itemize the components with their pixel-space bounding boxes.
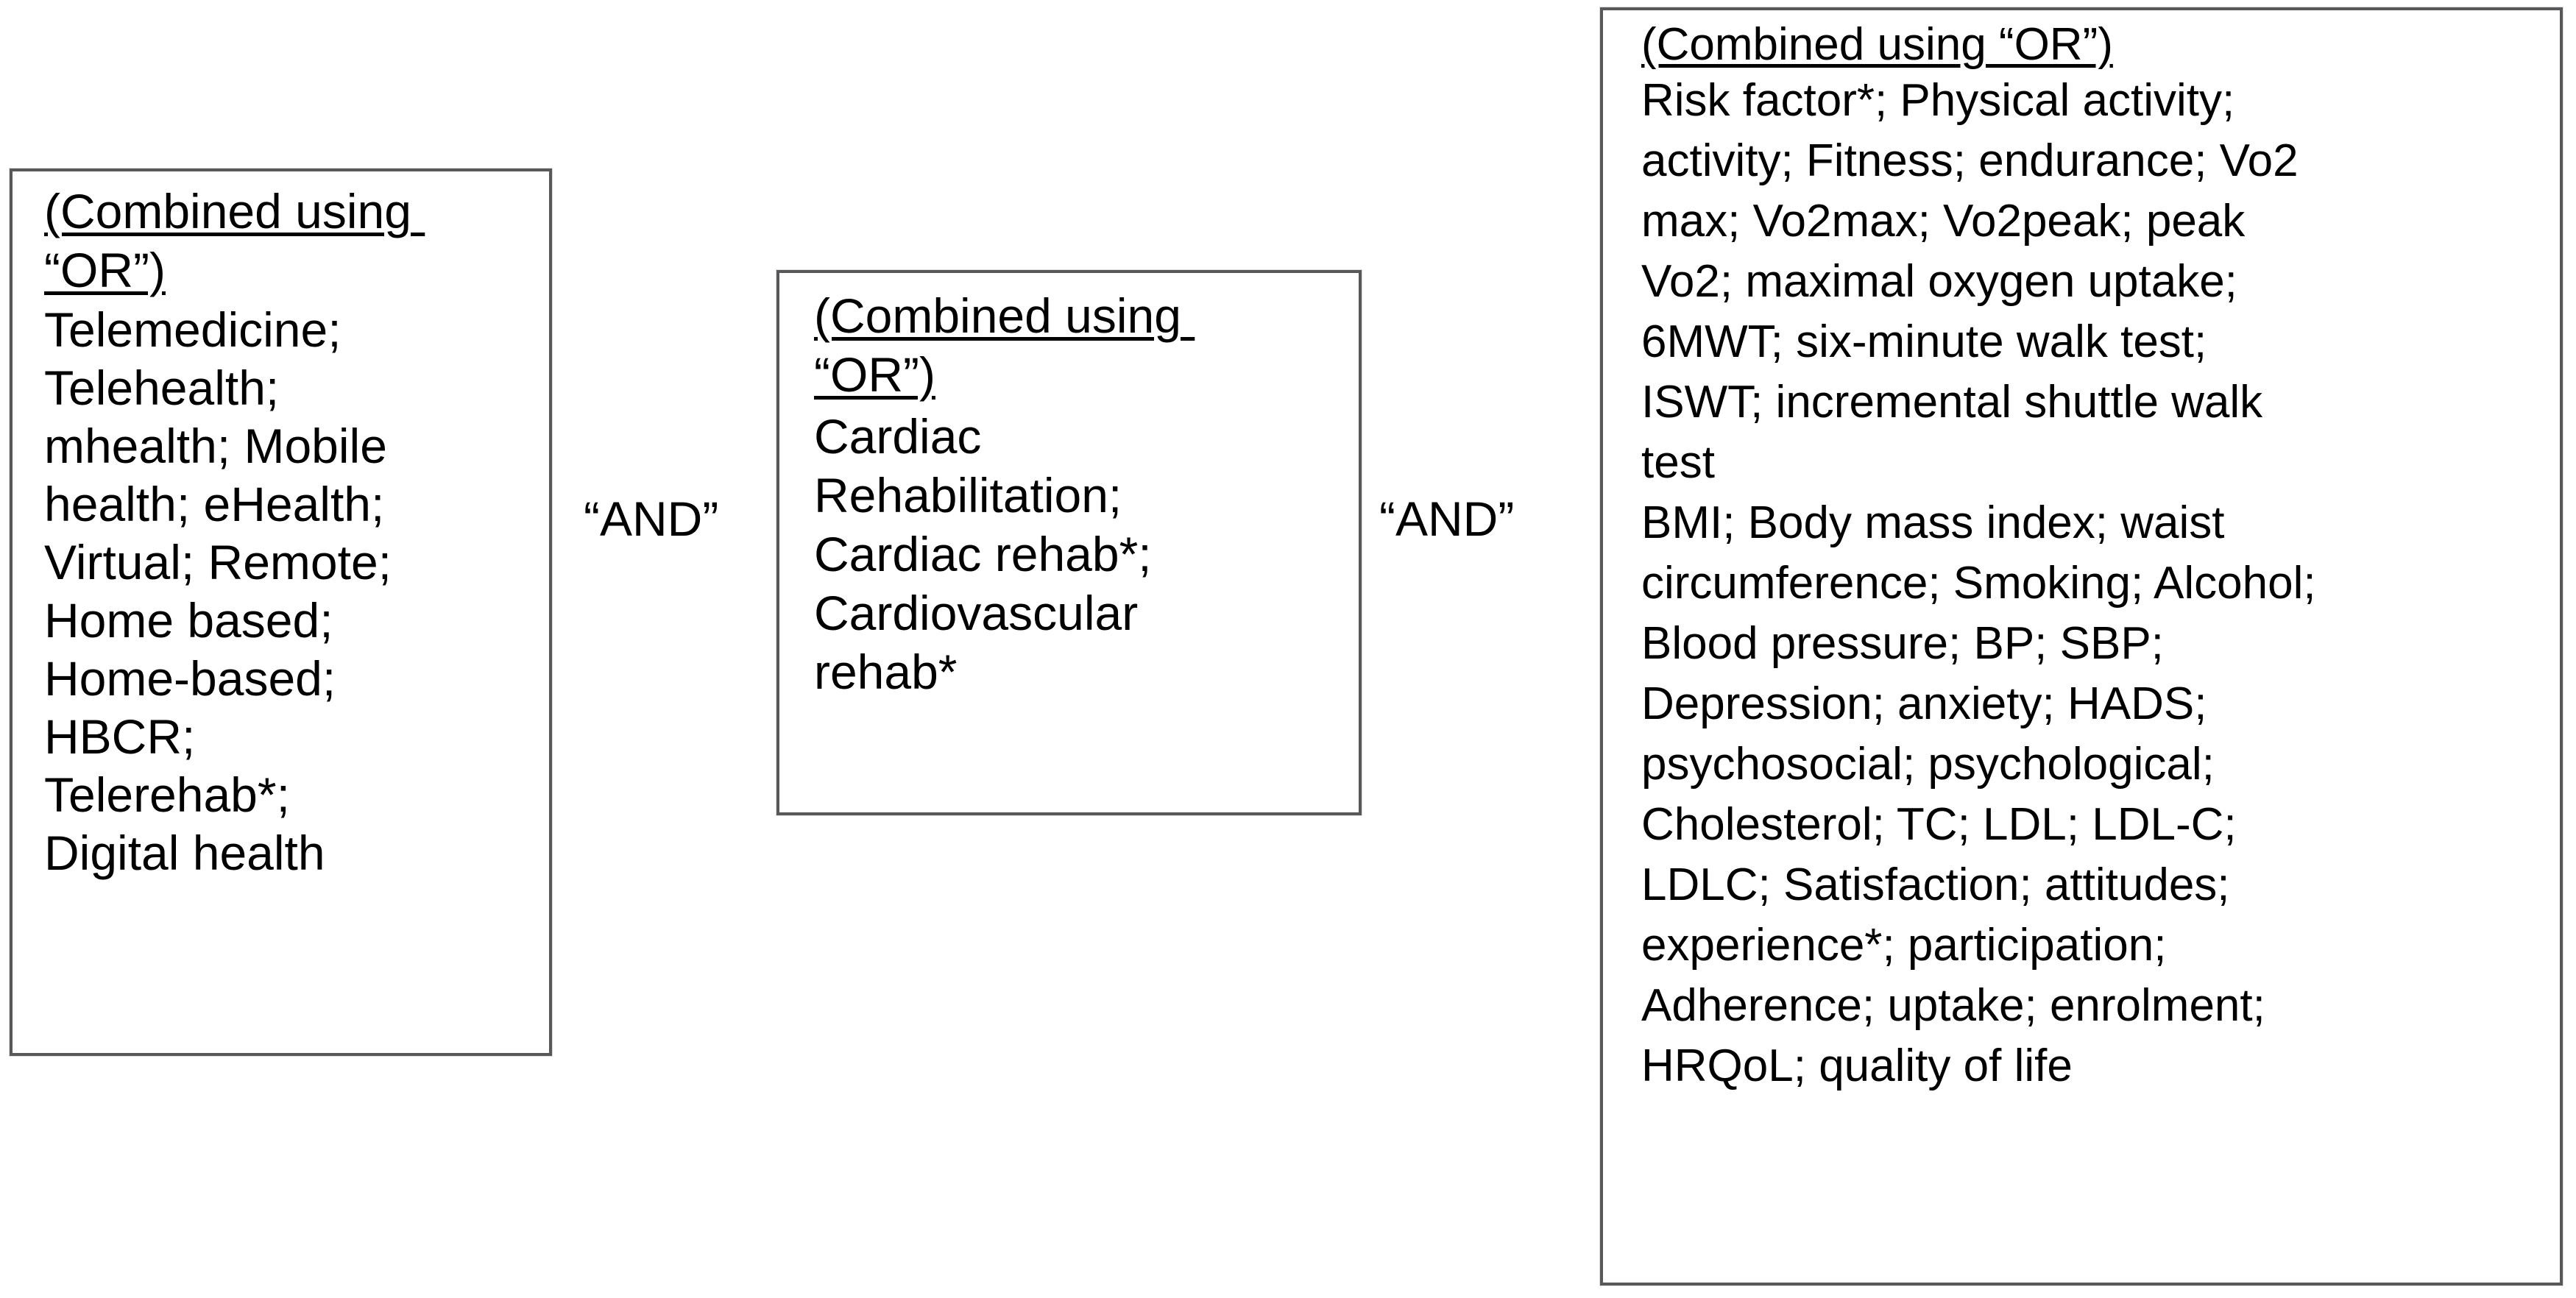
keyword-line: HRQoL; quality of life xyxy=(1641,1040,2073,1091)
keyword-line: Virtual; Remote; xyxy=(44,535,392,589)
concept-box-content: (Combined using “OR”) Risk factor*; Phys… xyxy=(1603,10,2560,1096)
keyword-line: Adherence; uptake; enrolment; xyxy=(1641,980,2265,1031)
connector-and-2: “AND” xyxy=(1379,492,1515,546)
keyword-line: Risk factor*; Physical activity; xyxy=(1641,75,2235,126)
keyword-line: ISWT; incremental shuttle walk xyxy=(1641,377,2263,428)
keyword-line: Home based; xyxy=(44,593,333,648)
keyword-line: Cardiac xyxy=(814,409,982,464)
keyword-line: max; Vo2max; Vo2peak; peak xyxy=(1641,196,2246,247)
keyword-line: Blood pressure; BP; SBP; xyxy=(1641,618,2164,669)
keyword-line: activity; Fitness; endurance; Vo2 xyxy=(1641,135,2299,186)
keyword-list: Telemedicine; Telehealth; mhealth; Mobil… xyxy=(44,301,542,882)
concept-box-content: (Combined using “OR”) Telemedicine; Tele… xyxy=(13,171,549,882)
keyword-line: rehab* xyxy=(814,645,958,699)
keyword-line: HBCR; xyxy=(44,709,196,764)
keyword-line: experience*; participation; xyxy=(1641,920,2167,971)
concept-box-content: (Combined using “OR”) Cardiac Rehabilita… xyxy=(779,273,1359,701)
concept-box-heading: (Combined using “OR”) xyxy=(1641,19,2113,70)
keyword-line: mhealth; Mobile xyxy=(44,419,387,473)
keyword-line: Telerehab*; xyxy=(44,767,290,822)
keyword-line: test xyxy=(1641,437,1715,488)
keyword-line: Vo2; maximal oxygen uptake; xyxy=(1641,256,2237,307)
keyword-line: Cardiovascular xyxy=(814,586,1139,640)
concept-box-outcome-terms: (Combined using “OR”) Risk factor*; Phys… xyxy=(1600,7,2563,1285)
keyword-line: circumference; Smoking; Alcohol; xyxy=(1641,558,2316,609)
keyword-list: Cardiac Rehabilitation; Cardiac rehab*; … xyxy=(814,407,1351,701)
concept-box-heading: (Combined using “OR”) xyxy=(44,184,425,297)
concept-box-heading: (Combined using “OR”) xyxy=(814,288,1195,402)
keyword-line: Telehealth; xyxy=(44,361,280,415)
keyword-line: Depression; anxiety; HADS; xyxy=(1641,678,2207,729)
keyword-line: Telemedicine; xyxy=(44,302,342,357)
concept-box-population-terms: (Combined using “OR”) Cardiac Rehabilita… xyxy=(776,270,1362,815)
keyword-list: Risk factor*; Physical activity; activit… xyxy=(1641,71,2552,1096)
keyword-line: Cardiac rehab*; xyxy=(814,527,1152,581)
keyword-line: LDLC; Satisfaction; attitudes; xyxy=(1641,859,2230,910)
keyword-line: Home-based; xyxy=(44,651,336,706)
keyword-line: psychosocial; psychological; xyxy=(1641,739,2215,790)
keyword-line: Digital health xyxy=(44,826,325,880)
keyword-line: 6MWT; six-minute walk test; xyxy=(1641,316,2207,367)
keyword-line: BMI; Body mass index; waist xyxy=(1641,497,2225,548)
keyword-line: Cholesterol; TC; LDL; LDL-C; xyxy=(1641,799,2237,850)
keyword-line: health; eHealth; xyxy=(44,477,385,531)
concept-box-intervention-terms: (Combined using “OR”) Telemedicine; Tele… xyxy=(10,169,552,1056)
keyword-line: Rehabilitation; xyxy=(814,468,1122,522)
connector-and-1: “AND” xyxy=(584,492,719,546)
